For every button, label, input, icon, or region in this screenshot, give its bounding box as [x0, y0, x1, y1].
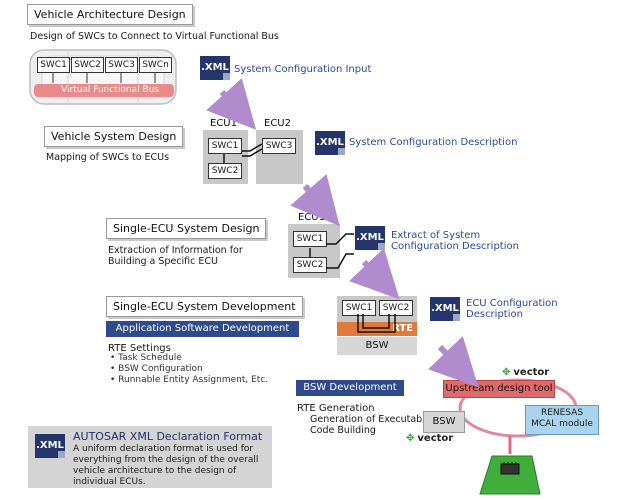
renesas-label: RENESAS [540, 408, 584, 418]
bullet-item: BSW Configuration [110, 364, 268, 375]
rte-label: RTE [392, 323, 413, 334]
rte-settings-list: Task Schedule BSW Configuration Runnable… [110, 353, 268, 386]
stage2-swc3: SWC3 [262, 138, 296, 154]
arrow-stage4-to-tools [428, 336, 479, 388]
executable-generation-text: Generation of Executable [310, 414, 431, 425]
stage-single-ecu-design-caption-1: Extraction of Information for [108, 245, 243, 256]
xml-icon: .XML [200, 56, 230, 80]
xml-icon: .XML [35, 434, 65, 458]
system-configuration-input-label: System Configuration Input [234, 64, 372, 75]
xml-icon: .XML [430, 297, 460, 321]
extract-label-1: Extract of System [391, 230, 481, 241]
arrow-stage3-to-stage4 [349, 248, 400, 300]
stage-single-ecu-design-caption-2: Building a Specific ECU [108, 256, 218, 267]
stage2-swc2: SWC2 [208, 163, 242, 179]
stage3-swc1: SWC1 [293, 231, 327, 247]
note-line-4: individual ECUs. [73, 477, 146, 487]
stage1-swc1: SWC1 [37, 57, 70, 73]
vector-logo-top: ✥vector [502, 367, 549, 378]
tool-bsw-box: BSW [423, 411, 465, 433]
vector-mark-icon: ✥ [406, 433, 415, 444]
application-software-development-band: Application Software Development [106, 321, 299, 337]
stage3-swc2: SWC2 [293, 257, 327, 273]
code-building-text: Code Building [310, 425, 376, 436]
stage-vehicle-system-title: Vehicle System Design [44, 126, 184, 147]
stage2-swc1: SWC1 [208, 138, 242, 154]
virtual-functional-bus-label: Virtual Functional Bus [61, 85, 159, 95]
stage-vehicle-system-caption: Mapping of SWCs to ECUs [46, 152, 170, 163]
vector-mark-icon: ✥ [502, 367, 511, 378]
stage-single-ecu-design-title: Single-ECU System Design [106, 218, 267, 239]
ecu2-label: ECU2 [264, 118, 291, 129]
note-title: AUTOSAR XML Declaration Format [73, 430, 263, 443]
extract-label-2: Configuration Description [391, 241, 519, 252]
stage-single-ecu-development-title: Single-ECU System Development [106, 296, 303, 317]
mcal-module-label: MCAL module [531, 419, 593, 429]
rte-settings-heading: RTE Settings [108, 343, 171, 354]
bullet-item: Task Schedule [110, 353, 268, 364]
bullet-item: Runnable Entity Assignment, Etc. [110, 375, 268, 386]
stage1-bus-connectors [52, 72, 156, 83]
ecu-configuration-label-2: Description [466, 309, 523, 320]
xml-icon: .XML [315, 131, 345, 155]
system-configuration-description-label: System Configuration Description [349, 137, 518, 148]
renesas-mcal-box: RENESAS MCAL module [525, 405, 599, 435]
stage4-swc2: SWC2 [379, 300, 413, 316]
rte-generation-text: RTE Generation [297, 403, 375, 414]
arrow-stage1-to-stage2 [206, 78, 257, 130]
xml-icon: .XML [355, 226, 385, 250]
rte-band: RTE [337, 322, 417, 336]
note-line-1: A uniform declaration format is used for [73, 444, 254, 454]
stage-vehicle-architecture-title: Vehicle Architecture Design [27, 4, 193, 25]
arrow-stage2-to-stage3 [290, 174, 340, 227]
note-line-3: vehicle architecture to the design of [73, 466, 237, 476]
vector-logo-text: vector [513, 367, 550, 378]
vector-logo-bottom: ✥vector [406, 433, 453, 444]
bsw-development-band: BSW Development [296, 380, 404, 396]
stage2-connections [223, 143, 263, 163]
microcontroller-board [479, 455, 541, 495]
stage4-bsw-band: BSW [337, 337, 417, 355]
stage-vehicle-architecture-caption: Design of SWCs to Connect to Virtual Fun… [30, 31, 279, 42]
vector-logo-text: vector [417, 433, 454, 444]
ecu-configuration-label-1: ECU Configuration [466, 298, 558, 309]
stage4-rte-connections [357, 314, 396, 333]
note-line-2: everything from the design of the overal… [73, 455, 259, 465]
autosar-xml-note [28, 426, 272, 488]
stage4-swc1: SWC1 [342, 300, 376, 316]
